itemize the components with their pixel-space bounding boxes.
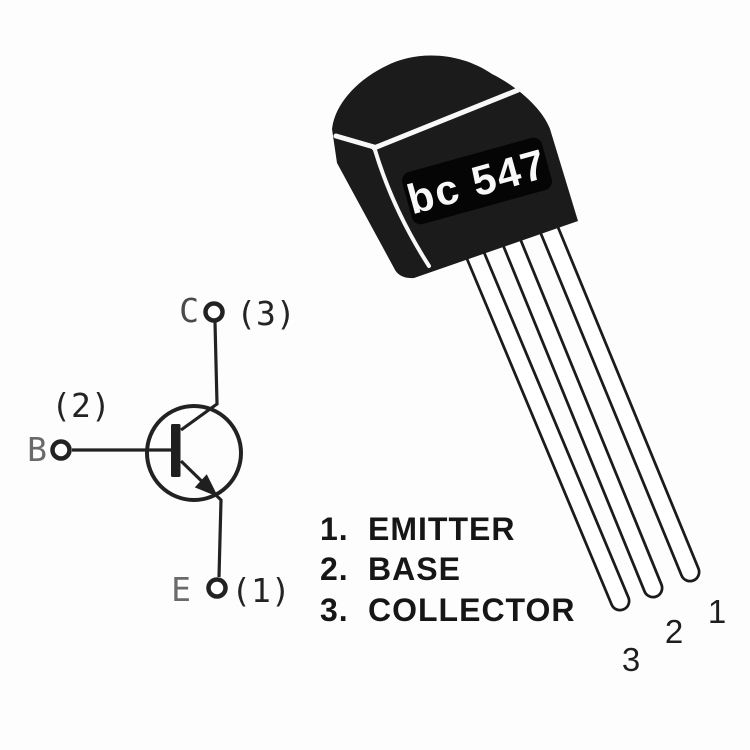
base-terminal [50, 439, 72, 461]
collector-pin-label: (3) [236, 294, 296, 333]
emitter-letter: E [171, 570, 191, 609]
emitter-lead [179, 459, 223, 578]
legend-row-collector: 3. COLLECTOR [320, 592, 576, 628]
legend-label-base: BASE [368, 551, 461, 587]
legend-label-collector: COLLECTOR [368, 592, 576, 628]
leg-2 [499, 227, 664, 599]
emitter-arrow [194, 474, 219, 497]
emitter-pin-label: (1) [231, 571, 291, 610]
transistor-symbol [50, 301, 243, 599]
pin-number-1: 1 [708, 593, 726, 630]
marking-band [401, 137, 553, 225]
emitter-terminal [206, 577, 228, 599]
base-pin-label: (2) [51, 386, 111, 425]
collector-lead [180, 321, 219, 432]
base-bar [171, 424, 181, 477]
pin-legend: 1. EMITTER 2. BASE 3. COLLECTOR [320, 511, 576, 628]
collector-terminal [203, 301, 225, 323]
legend-row-emitter: 1. EMITTER [320, 511, 515, 547]
legend-row-base: 2. BASE [320, 551, 461, 587]
symbol-circle [145, 404, 243, 502]
legend-num-3: 3. [320, 592, 349, 628]
package-legs [463, 211, 701, 612]
leg-3 [463, 241, 631, 612]
leg-1 [535, 211, 701, 583]
package-mold-lines [333, 87, 521, 268]
pin-number-2: 2 [665, 613, 683, 650]
legend-label-emitter: EMITTER [368, 511, 515, 547]
pin-number-3: 3 [622, 641, 640, 678]
base-letter: B [27, 430, 47, 469]
collector-letter: C [179, 291, 199, 330]
legend-num-1: 1. [320, 511, 349, 547]
legend-num-2: 2. [320, 551, 349, 587]
